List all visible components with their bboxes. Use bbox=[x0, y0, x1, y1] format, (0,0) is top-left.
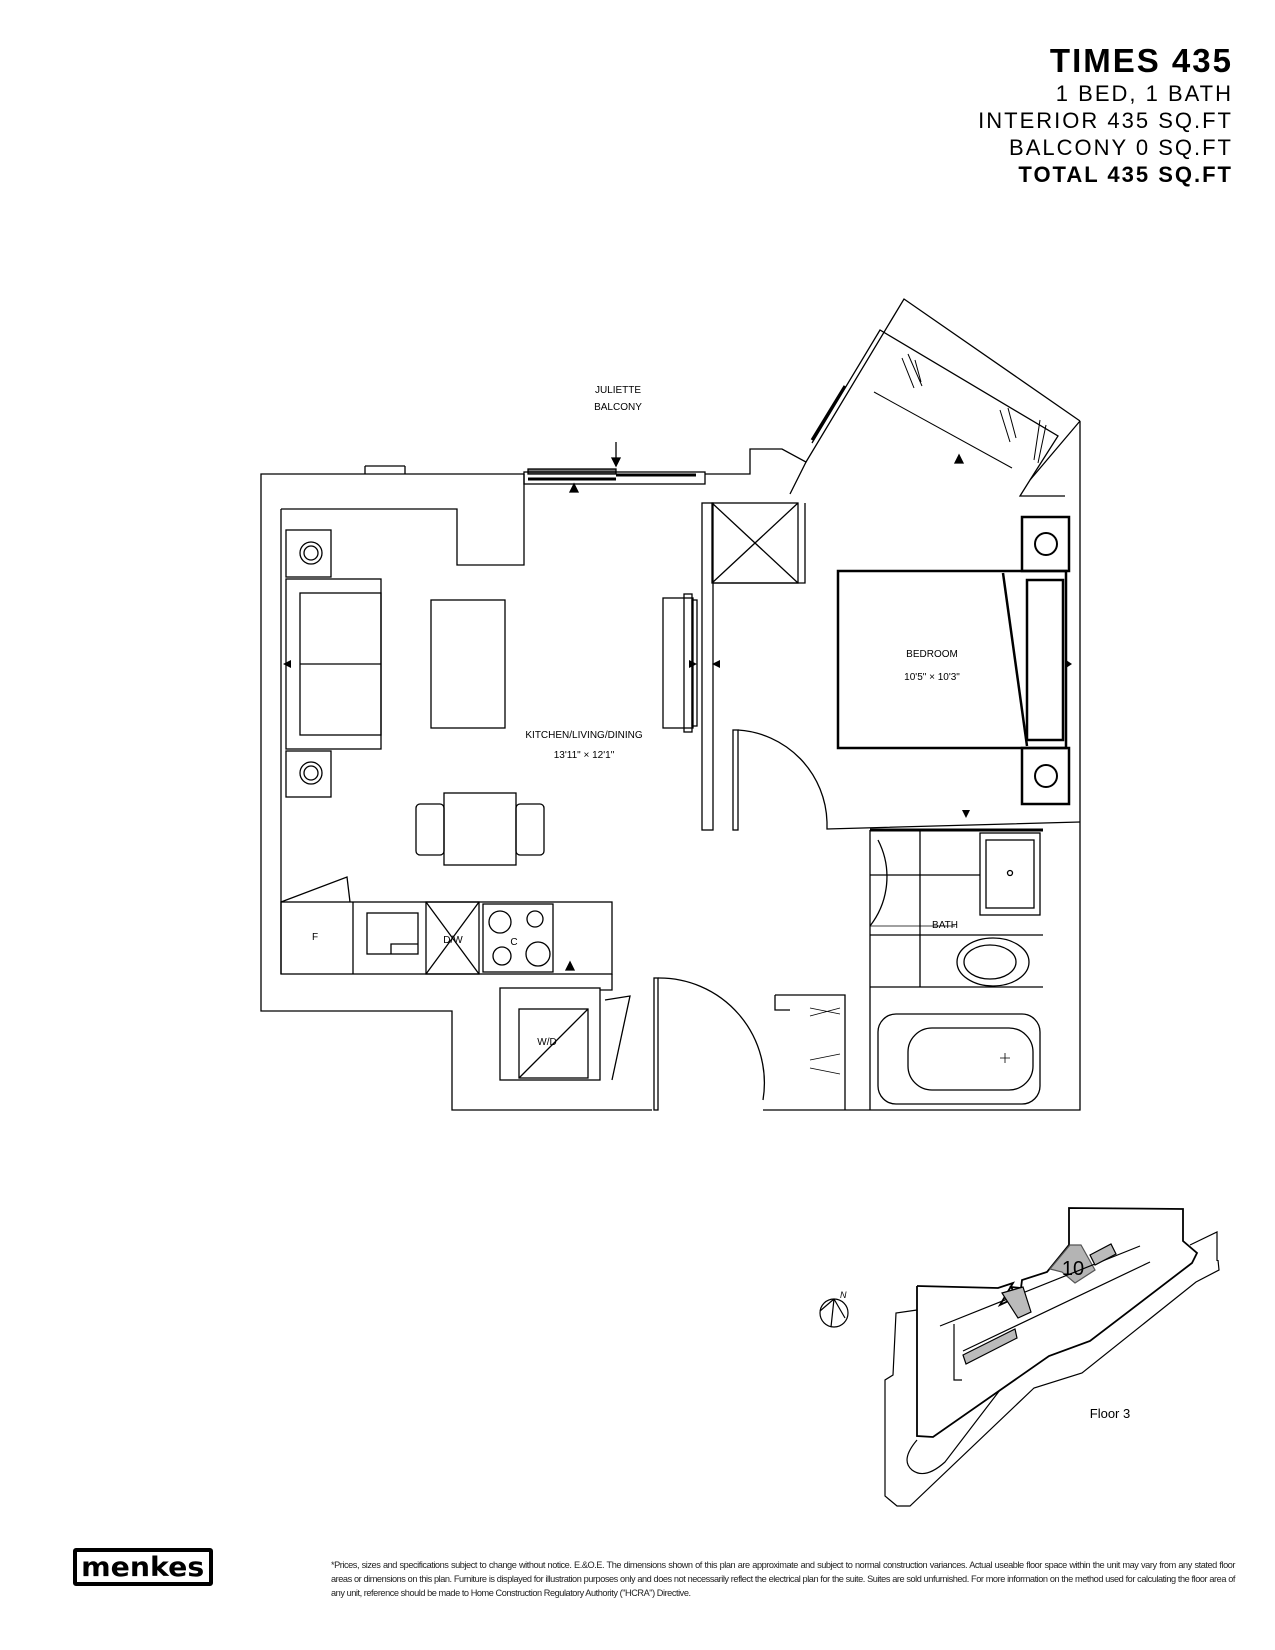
coffee-table bbox=[430, 599, 506, 729]
unit-number: 10 bbox=[1062, 1258, 1084, 1280]
nightstand bbox=[1020, 746, 1071, 806]
disclaimer: *Prices, sizes and specifications subjec… bbox=[331, 1560, 1235, 1598]
nightstand bbox=[1020, 515, 1071, 573]
window-marker-icon bbox=[568, 482, 580, 493]
dining-table bbox=[415, 792, 545, 866]
balcony-area: BALCONY 0 SQ.FT bbox=[1009, 135, 1233, 160]
room-label-kitchen: KITCHEN/LIVING/DINING bbox=[525, 730, 642, 741]
total-area: TOTAL 435 SQ.FT bbox=[1018, 162, 1233, 187]
unit-highlight bbox=[1048, 1244, 1096, 1284]
room-label-bath: BATH bbox=[932, 920, 958, 931]
room-label-bedroom: BEDROOM bbox=[906, 649, 958, 660]
bed bbox=[836, 569, 1068, 750]
room-dims-bedroom: 10'5" × 10'3" bbox=[904, 672, 960, 683]
floor-label: Floor 3 bbox=[1090, 1406, 1130, 1421]
menkes-logo: menkes bbox=[73, 1548, 213, 1586]
room-dims-kitchen: 13'11" × 12'1" bbox=[554, 750, 615, 761]
interior-area: INTERIOR 435 SQ.FT bbox=[978, 108, 1233, 133]
kitchen-counter bbox=[280, 876, 613, 975]
door-swings bbox=[653, 729, 955, 1111]
closet bbox=[711, 502, 799, 584]
cooktop-label: C bbox=[510, 937, 517, 948]
key-plan bbox=[819, 1207, 1220, 1507]
bedroom-window bbox=[810, 353, 1047, 469]
direction-markers bbox=[283, 660, 1072, 818]
juliette-balcony-label: BALCONY bbox=[594, 402, 642, 413]
dishwasher-label: D/W bbox=[443, 935, 463, 946]
unit-title: TIMES 435 bbox=[1049, 42, 1233, 79]
marker-icon bbox=[564, 960, 576, 971]
beds-baths: 1 BED, 1 BATH bbox=[1055, 81, 1233, 106]
side-table bbox=[285, 529, 332, 578]
fridge-label: F bbox=[312, 932, 318, 943]
bathroom-fixtures bbox=[809, 830, 1043, 1105]
sofa bbox=[285, 578, 382, 750]
logo-text: menkes bbox=[81, 1551, 205, 1583]
washer-dryer-label: W/D bbox=[537, 1037, 556, 1048]
unit-summary: TIMES 435 1 BED, 1 BATH INTERIOR 435 SQ.… bbox=[978, 42, 1233, 188]
juliette-balcony-window bbox=[523, 442, 706, 493]
interior-walls bbox=[600, 502, 1081, 1110]
washer-dryer bbox=[499, 987, 631, 1081]
compass-north-label: N bbox=[840, 1290, 847, 1300]
juliette-balcony-label: JULIETTE bbox=[595, 385, 641, 396]
side-table bbox=[285, 750, 332, 798]
exterior-walls bbox=[260, 298, 1081, 1111]
